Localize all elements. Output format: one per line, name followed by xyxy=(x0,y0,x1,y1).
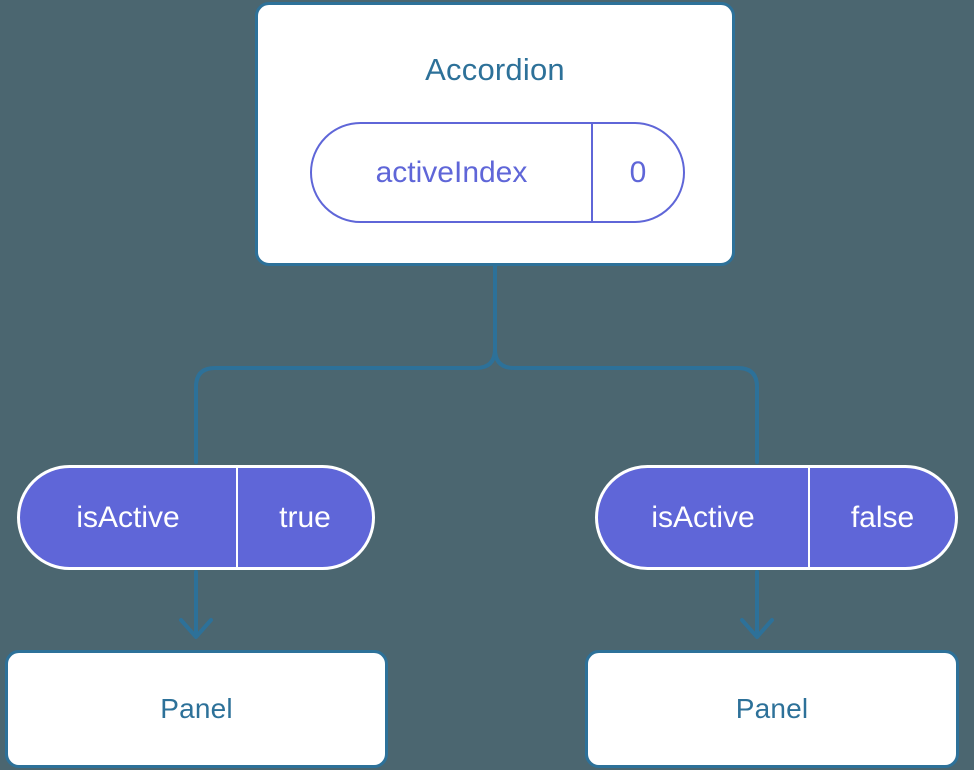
panel-left-node[interactable]: Panel xyxy=(5,650,388,768)
is-active-false-prop-pill[interactable]: isActive false xyxy=(595,465,958,570)
panel-right-title: Panel xyxy=(735,693,809,724)
active-index-key: activeIndex xyxy=(375,155,528,189)
accordion-title: Accordion xyxy=(425,52,565,87)
connector-root-to-right-prop xyxy=(493,264,759,464)
is-active-false-key: isActive xyxy=(651,500,755,534)
arrow-head-left-icon xyxy=(179,618,213,639)
is-active-true-value: true xyxy=(236,468,372,567)
active-index-value: 0 xyxy=(591,124,683,221)
connector-root-to-left-prop xyxy=(194,264,497,464)
panel-left-title: Panel xyxy=(160,693,233,724)
accordion-component-node[interactable]: Accordion activeIndex 0 xyxy=(255,2,735,266)
active-index-state-pill[interactable]: activeIndex 0 xyxy=(310,122,685,223)
arrow-head-right-icon xyxy=(740,618,774,639)
is-active-false-value: false xyxy=(808,468,955,567)
is-active-true-prop-pill[interactable]: isActive true xyxy=(17,465,375,570)
panel-right-node[interactable]: Panel xyxy=(585,650,959,768)
is-active-true-key: isActive xyxy=(76,500,180,534)
